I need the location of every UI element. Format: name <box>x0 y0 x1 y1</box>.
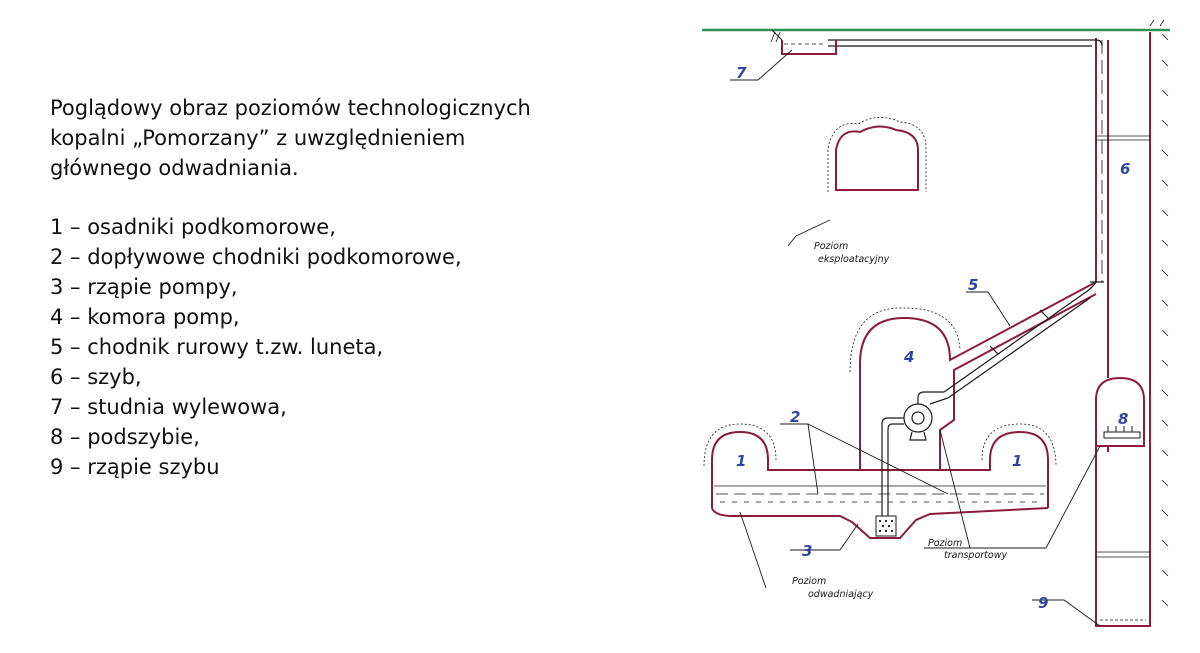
chamber-rock-hatch <box>703 423 1057 467</box>
shaft-sketch-marks <box>1096 135 1150 621</box>
legend-item-3: 3 – rząpie pompy, <box>50 275 238 299</box>
pump-chamber-rock-hatch <box>849 307 961 373</box>
label-1-right: 1 <box>1012 452 1022 470</box>
legend-item-8: 8 – podszybie, <box>50 425 200 449</box>
label-4: 4 <box>903 348 914 366</box>
transport-level-label-2: transportowy <box>944 550 1007 561</box>
legend-list: 1 – osadniki podkomorowe, 2 – dopływowe … <box>50 212 650 482</box>
title-line-1: Poglądowy obraz poziomów technologicznyc… <box>50 96 531 120</box>
title-line-2: kopalni „Pomorzany” z uwzględnieniem <box>50 126 466 150</box>
transport-level-label-1: Poziom <box>928 538 962 549</box>
water-level <box>714 485 1046 503</box>
label-7: 7 <box>736 64 747 82</box>
legend-item-4: 4 – komora pomp, <box>50 305 240 329</box>
number-labels: 7 6 5 4 2 1 1 3 8 9 <box>736 64 1130 612</box>
legend-item-9: 9 – rząpie szybu <box>50 455 220 479</box>
shaft <box>1095 32 1151 627</box>
label-5: 5 <box>968 276 978 294</box>
label-3: 3 <box>802 542 812 560</box>
mine-drainage-diagram: 7 6 5 4 2 1 1 3 8 9 Poziom eksploatacyjn… <box>702 19 1170 627</box>
drainage-level-label-1: Poziom <box>792 576 826 587</box>
label-2: 2 <box>790 408 800 426</box>
legend-item-1: 1 – osadniki podkomorowe, <box>50 215 336 239</box>
rock-hatching <box>770 19 1169 607</box>
label-8: 8 <box>1118 410 1128 428</box>
legend-item-7: 7 – studnia wylewowa, <box>50 395 287 419</box>
outlet-well <box>771 29 837 55</box>
level-labels: Poziom eksploatacyjny Poziom transportow… <box>792 241 1007 600</box>
leader-lines <box>730 49 1101 627</box>
description-panel: Poglądowy obraz poziomów technologicznyc… <box>50 93 650 482</box>
pump-chamber-and-pipe-drift <box>859 281 1097 471</box>
legend-item-5: 5 – chodnik rurowy t.zw. luneta, <box>50 335 384 359</box>
surface-pipe <box>828 39 1103 47</box>
pump-and-rising-main <box>881 281 1104 516</box>
sedimentation-chambers <box>711 430 1049 539</box>
label-1-left: 1 <box>736 452 746 470</box>
title-line-3: głównego odwadniania. <box>50 156 299 180</box>
description-title: Poglądowy obraz poziomów technologicznyc… <box>50 93 650 183</box>
shaft-landing <box>1095 376 1145 447</box>
label-6: 6 <box>1120 160 1130 178</box>
legend-item-6: 6 – szyb, <box>50 365 142 389</box>
exploitation-level-label-1: Poziom <box>814 241 848 252</box>
exploitation-level-label-2: eksploatacyjny <box>818 254 890 265</box>
pump-sump <box>875 515 897 537</box>
label-9: 9 <box>1038 594 1048 612</box>
exploitation-drift <box>827 117 927 192</box>
drainage-level-label-2: odwadniający <box>808 589 874 600</box>
legend-item-2: 2 – dopływowe chodniki podkomorowe, <box>50 245 462 269</box>
